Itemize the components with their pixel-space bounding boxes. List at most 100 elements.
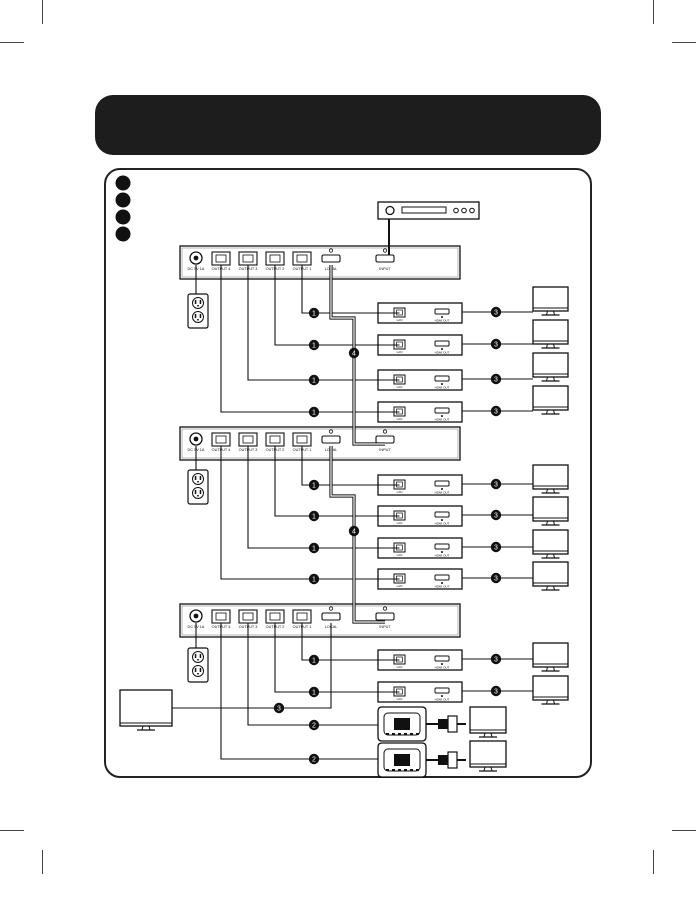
led-indicator (328, 248, 334, 253)
dongle-badge (394, 754, 410, 766)
crop-mark (0, 42, 24, 43)
callout-dot (490, 509, 502, 521)
led-indicator (382, 606, 388, 611)
cat-cable (220, 446, 400, 580)
rj45-port (238, 609, 258, 624)
callout-number: 4 (352, 351, 356, 358)
outlet-slot (199, 314, 202, 318)
callout-dot (308, 339, 320, 351)
hdmi-plug (438, 719, 448, 729)
source-player (377, 201, 480, 220)
rj45-contacts (269, 435, 281, 444)
crop-mark (653, 0, 654, 24)
hdmi-out-label: HDMI OUT (435, 554, 450, 558)
outlet-socket (192, 311, 204, 323)
callout-number: 3 (494, 409, 498, 416)
callout-number: 1 (312, 483, 316, 490)
led-indicator (328, 429, 334, 434)
led-indicator (441, 415, 443, 417)
player-body (377, 201, 480, 220)
outlet-ground (197, 494, 199, 497)
led-indicator (441, 695, 443, 697)
hdmi-out-label: HDMI OUT (435, 319, 450, 323)
outlet-socket (192, 473, 204, 485)
power-outlet-icon (187, 647, 209, 683)
hdmi-dongle (377, 742, 466, 778)
lan-label: LAN (397, 417, 403, 421)
hdmi-port (434, 308, 450, 315)
crop-mark (0, 830, 24, 831)
hdmi-port (434, 655, 450, 662)
dongle-vent (404, 769, 407, 771)
cat-cable (274, 623, 400, 693)
monitor-icon (119, 689, 173, 731)
cat-cable (247, 265, 400, 381)
monitor-icon (532, 352, 569, 382)
callout-number: 1 (312, 343, 316, 350)
monitor-screen (532, 561, 569, 587)
cat-cable (172, 623, 332, 709)
monitor-icon (532, 642, 569, 672)
hdmi-plug-head (447, 751, 458, 769)
crop-mark (672, 830, 696, 831)
monitor-screen (532, 496, 569, 522)
callout-number: 3 (494, 342, 498, 349)
callout-dot (308, 307, 320, 319)
hdmi-cable-core (330, 265, 385, 445)
monitor-icon (532, 385, 569, 415)
port-label: INPUT (379, 448, 391, 452)
dongle-vent (398, 769, 401, 771)
led-indicator (441, 582, 443, 584)
monitor-screen (469, 706, 507, 734)
callout-badge-1: 1 (308, 542, 320, 554)
callout-badge-1: 1 (308, 686, 320, 698)
hdmi-port (434, 687, 450, 694)
callout-dot (348, 347, 360, 359)
callout-badge-3: 3 (490, 509, 502, 521)
dongle-vent (410, 769, 413, 771)
hdmi-out-label: HDMI OUT (435, 418, 450, 422)
callout-badge-3: 3 (490, 405, 502, 417)
callout-dot (490, 541, 502, 553)
callout-badge-3: 3 (490, 478, 502, 490)
callout-number: 1 (312, 514, 316, 521)
outlet-slot (194, 490, 197, 494)
cat-cable (301, 265, 400, 314)
callout-dot (308, 510, 320, 522)
outlet-slot (194, 300, 197, 304)
callout-dot (308, 374, 320, 386)
callout-dot (308, 479, 320, 491)
rj45-port (292, 432, 312, 447)
callout-badge-3: 3 (490, 572, 502, 584)
legend-bullet (115, 175, 131, 191)
outlet-slot (194, 654, 197, 658)
lan-label: LAN (397, 318, 403, 322)
lan-label: LAN (397, 665, 403, 669)
splitter-bezel (181, 428, 459, 459)
outlet-slot (199, 476, 202, 480)
hdmi-port (434, 375, 450, 382)
callout-number: 1 (312, 690, 316, 697)
callout-number: 1 (312, 311, 316, 318)
callout-dot (490, 338, 502, 350)
hdmi-out-label: HDMI OUT (435, 585, 450, 589)
callout-dot (308, 406, 320, 418)
callout-number: 1 (312, 546, 316, 553)
outlet-ground (197, 480, 199, 483)
hdmi-out-label: HDMI OUT (435, 386, 450, 390)
outlet-slot (199, 654, 202, 658)
led-indicator (382, 429, 388, 434)
lan-label: LAN (397, 584, 403, 588)
callout-number: 3 (494, 482, 498, 489)
hdmi-cable-core (330, 446, 385, 623)
dongle-vent (404, 733, 407, 735)
monitor-icon (469, 740, 507, 772)
callout-dot (490, 572, 502, 584)
callout-number: 3 (494, 310, 498, 317)
header-banner (95, 95, 601, 155)
callout-number: 1 (312, 410, 316, 417)
rj45-contacts (269, 254, 281, 263)
